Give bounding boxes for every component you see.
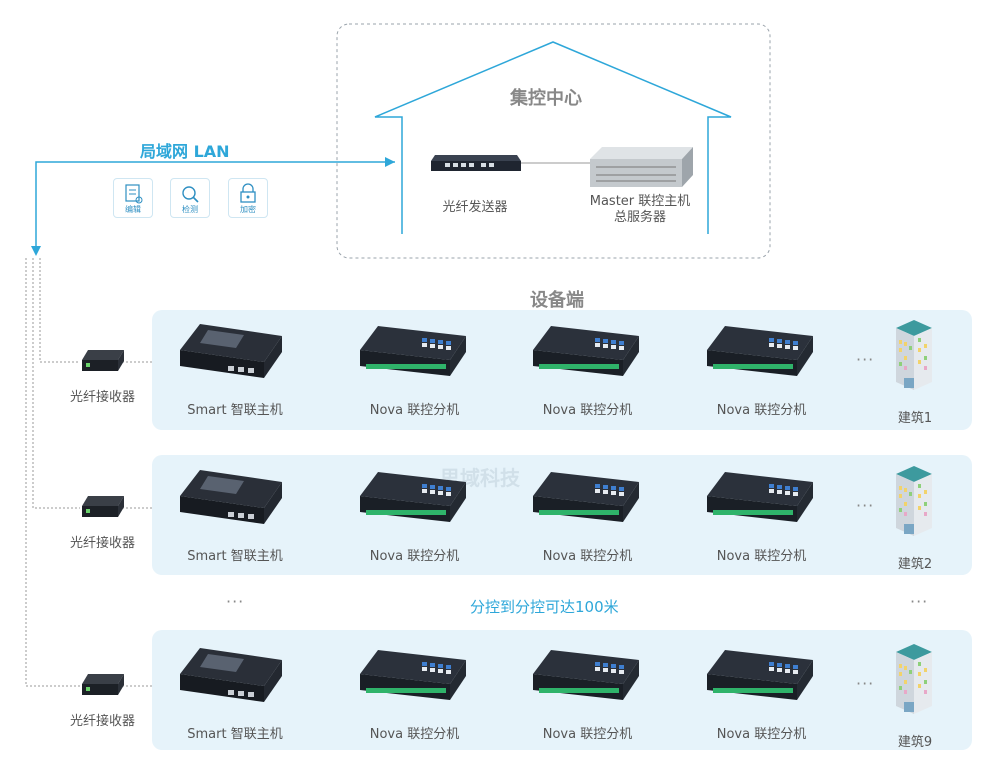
building-label: 建筑1 bbox=[897, 411, 933, 426]
server-device bbox=[590, 145, 695, 190]
server-label-line1: Master 联控主机 bbox=[589, 194, 691, 209]
row-ellipsis: ··· bbox=[856, 496, 875, 515]
ellipsis-right: ··· bbox=[910, 592, 929, 611]
lan-label: 局域网 LAN bbox=[140, 142, 230, 161]
lock-icon: 加密 bbox=[228, 178, 268, 218]
row-ellipsis: ··· bbox=[856, 674, 875, 693]
server-label-line2: 总服务器 bbox=[613, 210, 666, 225]
edit-icon: 编辑 bbox=[113, 178, 153, 218]
lan-arrow-down bbox=[31, 246, 41, 256]
device-side-title: 设备端 bbox=[530, 290, 584, 311]
receiver-label: 光纤接收器 bbox=[69, 390, 135, 405]
smart-host-label: Smart 智联主机 bbox=[187, 549, 283, 564]
search-icon-label: 检测 bbox=[182, 205, 198, 214]
row-ellipsis: ··· bbox=[856, 350, 875, 369]
nova-controller-label: Nova 联控分机 bbox=[716, 727, 807, 742]
nova-controller-label: Nova 联控分机 bbox=[542, 727, 633, 742]
building-label: 建筑2 bbox=[897, 557, 933, 572]
nova-controller-label: Nova 联控分机 bbox=[369, 549, 460, 564]
center-title: 集控中心 bbox=[510, 88, 582, 109]
lan-line bbox=[35, 161, 395, 248]
distance-note: 分控到分控可达100米 bbox=[470, 598, 619, 616]
transmitter-label: 光纤发送器 bbox=[442, 200, 508, 215]
nova-controller-label: Nova 联控分机 bbox=[716, 549, 807, 564]
nova-controller-label: Nova 联控分机 bbox=[716, 403, 807, 418]
center-frame bbox=[336, 23, 771, 259]
fiber-transmitter-device bbox=[431, 151, 521, 173]
receiver-label: 光纤接收器 bbox=[69, 714, 135, 729]
nova-controller-label: Nova 联控分机 bbox=[542, 403, 633, 418]
nova-controller-label: Nova 联控分机 bbox=[369, 727, 460, 742]
smart-host-label: Smart 智联主机 bbox=[187, 727, 283, 742]
ellipsis-left: ··· bbox=[226, 592, 245, 611]
smart-host-label: Smart 智联主机 bbox=[187, 403, 283, 418]
lock-icon-label: 加密 bbox=[240, 205, 256, 214]
search-icon: 检测 bbox=[170, 178, 210, 218]
server-label: Master 联控主机 总服务器 bbox=[570, 194, 710, 226]
house-outline bbox=[374, 41, 732, 234]
building-label: 建筑9 bbox=[897, 735, 933, 750]
nova-controller-label: Nova 联控分机 bbox=[542, 549, 633, 564]
lan-arrow-right bbox=[385, 157, 395, 167]
nova-controller-label: Nova 联控分机 bbox=[369, 403, 460, 418]
receiver-label: 光纤接收器 bbox=[69, 536, 135, 551]
edit-icon-label: 编辑 bbox=[125, 205, 141, 214]
